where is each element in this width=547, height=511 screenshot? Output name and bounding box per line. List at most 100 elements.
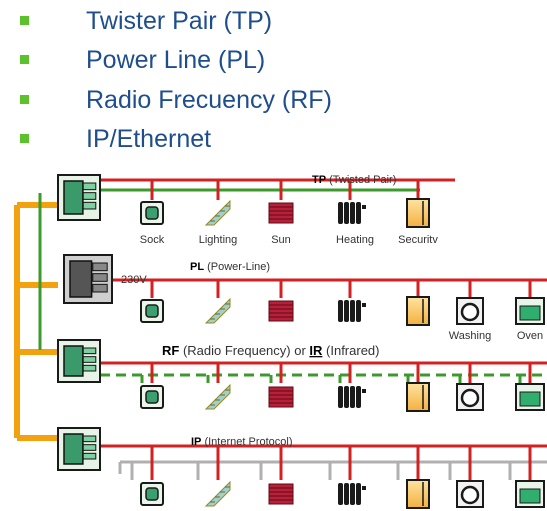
security-door bbox=[406, 382, 430, 412]
radiator-fin bbox=[338, 202, 343, 224]
washer-door bbox=[460, 302, 480, 322]
radiator-fin bbox=[356, 483, 361, 505]
radiator-fin bbox=[344, 386, 349, 408]
heating-icon bbox=[338, 483, 366, 505]
rf-controller bbox=[57, 339, 101, 383]
ir-abbr: IR bbox=[309, 343, 323, 358]
radiator-valve bbox=[362, 303, 366, 307]
controller-slot bbox=[82, 192, 97, 200]
pl-desc: (Power-Line) bbox=[204, 261, 270, 273]
controller-panel bbox=[63, 345, 84, 377]
oven-icon bbox=[515, 383, 545, 411]
security-icon bbox=[406, 296, 430, 326]
radiator-fin bbox=[350, 300, 355, 322]
socket-icon bbox=[140, 482, 164, 506]
tp-abbr: TP bbox=[312, 174, 326, 186]
bullet-item: IP/Ethernet bbox=[20, 122, 540, 156]
tp-controller bbox=[57, 174, 101, 221]
socket-icon bbox=[140, 299, 164, 323]
radiator-fin bbox=[350, 483, 355, 505]
controller-slot bbox=[82, 444, 97, 451]
lighting-shape bbox=[204, 480, 231, 507]
oven-window bbox=[519, 391, 541, 407]
lighting-shape bbox=[204, 199, 231, 226]
socket-face bbox=[145, 206, 159, 220]
sunblind-body bbox=[268, 483, 294, 505]
radiator-fin bbox=[338, 386, 343, 408]
device-label-lighting: Lighting bbox=[199, 234, 238, 246]
device-labels: Sock Lighting Sun Heating Securitv Washi… bbox=[140, 234, 543, 342]
pl-controller bbox=[63, 254, 113, 304]
washing-machine-icon bbox=[456, 383, 484, 411]
home-automation-diagram: TP (Twisted Pair) 230V PL (Power-Line) R… bbox=[14, 174, 547, 509]
washer-door bbox=[460, 485, 480, 505]
controller-slot bbox=[92, 283, 108, 293]
heating-icon bbox=[338, 386, 366, 408]
controllers bbox=[57, 174, 113, 471]
bullet-marker bbox=[20, 134, 29, 143]
lighting-icon bbox=[204, 383, 231, 410]
security-icon bbox=[406, 198, 430, 228]
bus-wires bbox=[14, 178, 547, 480]
appliance-label-washing: Washing bbox=[449, 330, 491, 342]
bullet-list: Twister Pair (TP) Power Line (PL) Radio … bbox=[0, 0, 547, 165]
radiator-fin bbox=[338, 483, 343, 505]
radiator-fin bbox=[356, 300, 361, 322]
device-label-sun: Sun bbox=[271, 234, 291, 246]
oven-window bbox=[519, 488, 541, 504]
sunblind-icon bbox=[268, 202, 294, 224]
lighting-shape bbox=[204, 383, 231, 410]
ip-desc: (Internet Protocol) bbox=[201, 436, 292, 448]
bus-labels: TP (Twisted Pair) 230V PL (Power-Line) R… bbox=[121, 174, 396, 448]
appliance-label-oven: Oven bbox=[517, 330, 543, 342]
radiator-fin bbox=[344, 483, 349, 505]
controller-panel bbox=[63, 180, 84, 215]
controller-slot bbox=[92, 262, 108, 272]
oven-icon bbox=[515, 480, 545, 508]
sunblind-body bbox=[268, 300, 294, 322]
lighting-icon bbox=[204, 297, 231, 324]
device-label-security: Securitv bbox=[398, 234, 438, 246]
sunblind-icon bbox=[268, 300, 294, 322]
radiator-fin bbox=[344, 202, 349, 224]
controller-slot bbox=[82, 452, 97, 460]
controller-slot bbox=[82, 347, 97, 355]
security-icon bbox=[406, 479, 430, 509]
radiator-valve bbox=[362, 205, 366, 209]
heating-icon bbox=[338, 300, 366, 322]
ip-abbr: IP bbox=[191, 436, 201, 448]
sunblind-body bbox=[268, 386, 294, 408]
security-icon bbox=[406, 382, 430, 412]
controller-panel bbox=[63, 433, 84, 465]
oven-icon bbox=[515, 297, 545, 325]
socket-face bbox=[145, 487, 159, 501]
controller-slot bbox=[82, 201, 97, 210]
controller-slot bbox=[82, 356, 97, 363]
rf-bus-label: RF (Radio Frequency) or IR (Infrared) bbox=[162, 343, 379, 358]
radiator-fin bbox=[338, 300, 343, 322]
sunblind-body bbox=[268, 202, 294, 224]
voltage-label: 230V bbox=[121, 274, 147, 286]
devices bbox=[140, 198, 545, 509]
bullet-label: IP/Ethernet bbox=[86, 125, 212, 153]
radiator-fin bbox=[350, 386, 355, 408]
security-door bbox=[406, 296, 430, 326]
bullet-label: Radio Frecuency (RF) bbox=[86, 86, 332, 114]
bullet-marker bbox=[20, 16, 29, 25]
washing-machine-icon bbox=[456, 297, 484, 325]
radiator-fin bbox=[344, 300, 349, 322]
heating-icon bbox=[338, 202, 366, 224]
washing-machine-icon bbox=[456, 480, 484, 508]
radiator-valve bbox=[362, 389, 366, 393]
controller-slot bbox=[82, 435, 97, 443]
tp-desc: (Twisted Pair) bbox=[326, 174, 396, 186]
sunblind-icon bbox=[268, 386, 294, 408]
controller-panel bbox=[69, 260, 93, 298]
lighting-icon bbox=[204, 480, 231, 507]
security-door bbox=[406, 479, 430, 509]
device-label-heating: Heating bbox=[336, 234, 374, 246]
pl-bus-label: PL (Power-Line) bbox=[190, 261, 270, 273]
radiator-valve bbox=[362, 486, 366, 490]
bullet-marker bbox=[20, 55, 29, 64]
bullet-item: Radio Frecuency (RF) bbox=[20, 83, 540, 117]
